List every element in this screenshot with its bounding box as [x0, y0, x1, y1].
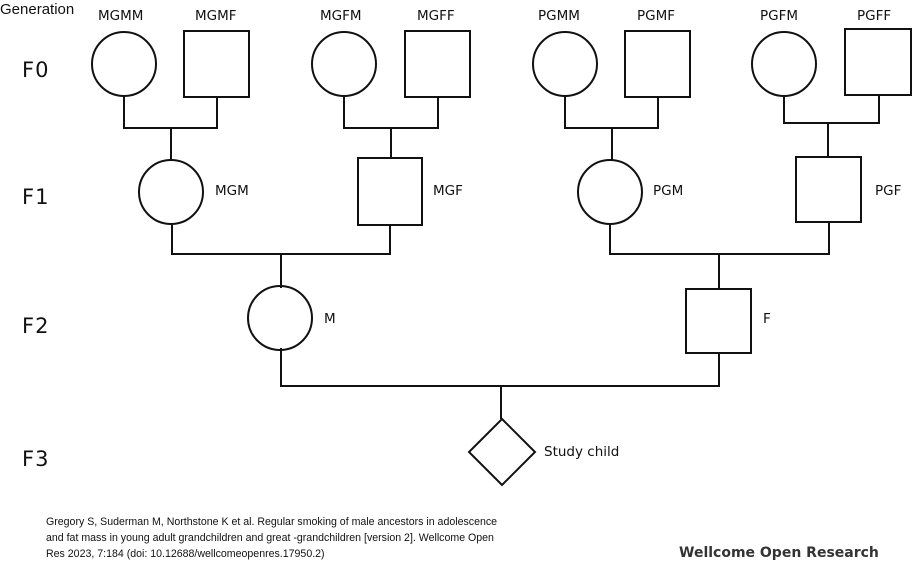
- label-pgmm: PGMM: [538, 8, 580, 24]
- f0-connectors: [123, 95, 880, 160]
- generation-label-f3: F3: [22, 447, 50, 471]
- label-mgmm: MGMM: [98, 8, 144, 24]
- label-mgfm: MGFM: [320, 8, 362, 24]
- mgff-square: [404, 30, 471, 98]
- pgmf-square: [624, 30, 691, 98]
- label-mgff: MGFF: [417, 8, 455, 24]
- publisher-logo-text: Wellcome Open Research: [679, 545, 879, 561]
- generation-label-f2: F2: [22, 314, 50, 338]
- label-mgm: MGM: [215, 183, 249, 199]
- mgmf-square: [183, 30, 250, 98]
- father-square: [685, 288, 752, 354]
- f2-connectors: [280, 348, 720, 419]
- label-study-child: Study child: [544, 444, 620, 460]
- label-pgm: PGM: [653, 183, 684, 199]
- label-mgmf: MGMF: [195, 8, 237, 24]
- citation-text: Gregory S, Suderman M, Northstone K et a…: [46, 514, 566, 562]
- study-child-diamond: [467, 417, 537, 487]
- citation-line-2: and fat mass in young adult grandchildre…: [46, 532, 494, 544]
- label-mother: M: [324, 311, 336, 327]
- generation-header: Generation: [0, 1, 75, 18]
- mgmm-circle: [91, 31, 157, 97]
- citation-line-1: Gregory S, Suderman M, Northstone K et a…: [46, 516, 498, 528]
- label-pgfm: PGFM: [760, 8, 799, 24]
- label-father: F: [763, 311, 771, 327]
- pgm-circle: [577, 159, 643, 225]
- label-pgff: PGFF: [857, 8, 892, 24]
- pgmm-circle: [532, 31, 598, 97]
- mgm-circle: [138, 159, 204, 225]
- label-mgf: MGF: [433, 183, 463, 199]
- mgfm-circle: [311, 31, 377, 97]
- mother-circle: [247, 285, 313, 351]
- pgfm-circle: [751, 31, 817, 97]
- label-pgf: PGF: [875, 183, 902, 199]
- generation-label-f1: F1: [22, 185, 50, 209]
- f1-connectors: [171, 222, 830, 289]
- pgf-square: [795, 156, 862, 223]
- label-pgmf: PGMF: [637, 8, 676, 24]
- mgf-square: [357, 157, 423, 226]
- generation-label-f0: F0: [22, 58, 50, 82]
- pgff-square: [844, 28, 912, 96]
- citation-line-3: Res 2023, 7:184 (doi: 10.12688/wellcomeo…: [46, 548, 325, 560]
